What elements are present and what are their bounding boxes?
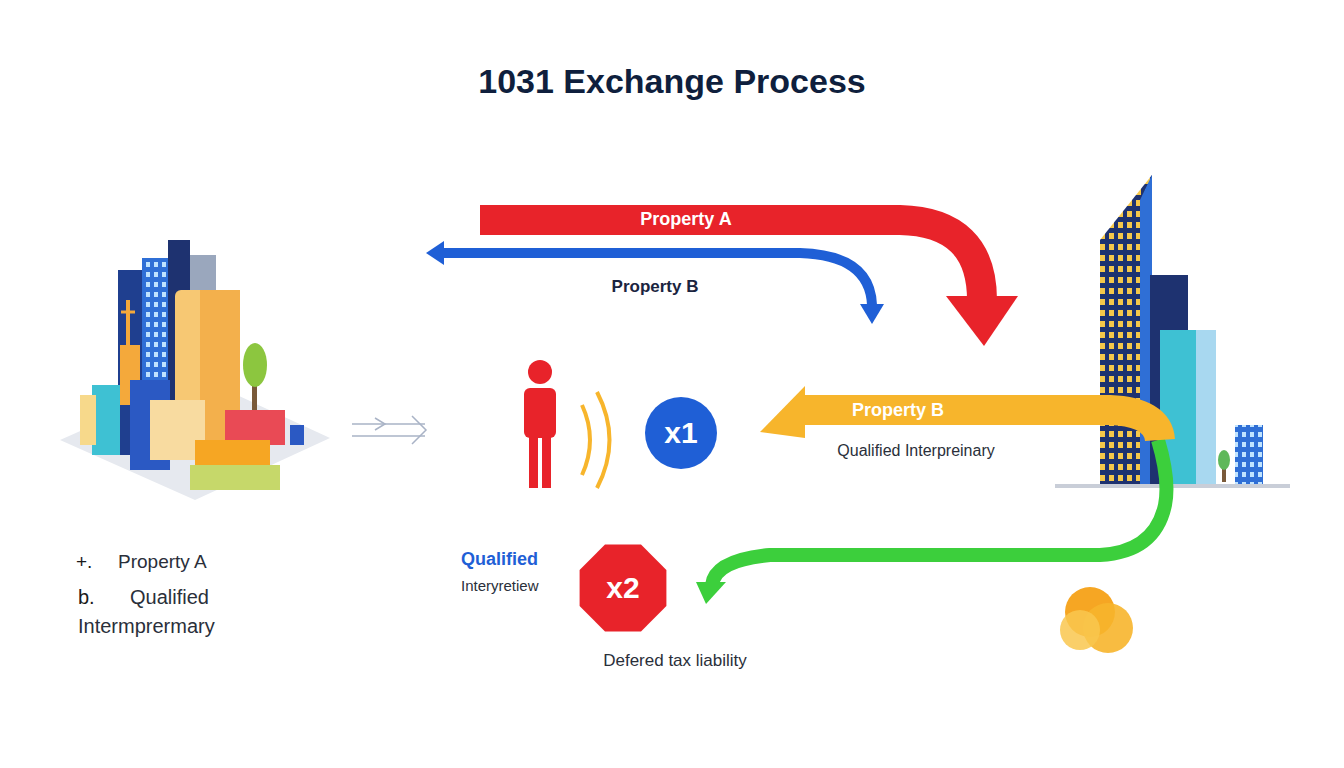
tower — [1196, 330, 1216, 485]
list-bullet: b. — [78, 586, 95, 609]
role-label: Qualified — [461, 549, 538, 570]
left-buildings — [60, 240, 330, 500]
step-octagon: x2 — [576, 541, 670, 635]
arrow-head — [946, 296, 1018, 346]
tower — [1235, 425, 1263, 485]
role-label: Interyretiew — [461, 577, 539, 594]
cross — [121, 311, 135, 314]
arrow-caption: Qualified Interpreinary — [837, 442, 994, 460]
block — [190, 465, 280, 490]
tower — [1100, 175, 1152, 485]
arrow-label: Property B — [612, 277, 699, 297]
diagram-title: 1031 Exchange Process — [478, 62, 865, 101]
list-item: Property A — [118, 551, 207, 573]
red-flow-arrow — [480, 220, 982, 300]
arrow-label: Property B — [852, 400, 944, 421]
arrow-head — [760, 386, 805, 438]
block — [80, 395, 96, 445]
list-bullet: +. — [76, 551, 92, 573]
step-number: x1 — [664, 416, 697, 450]
person-icon — [524, 360, 556, 488]
octagon-outline — [580, 545, 667, 632]
arrow-head — [860, 304, 884, 324]
note-label: Defered tax liability — [603, 651, 747, 671]
step-number: x2 — [606, 571, 639, 605]
block — [225, 410, 285, 445]
list-item: Qualified — [130, 586, 209, 609]
block — [92, 385, 120, 455]
tree — [243, 343, 267, 387]
arrow-head — [426, 241, 444, 265]
list-item: Intermprermary — [78, 615, 215, 638]
arrow-label: Property A — [640, 209, 731, 230]
block — [290, 425, 304, 445]
signal-waves — [582, 392, 610, 488]
step-circle: x1 — [645, 397, 717, 469]
right-buildings — [1055, 175, 1290, 486]
tree — [1218, 450, 1230, 470]
arrow-head — [696, 582, 726, 604]
spire — [126, 300, 130, 345]
double-arrow-symbol — [352, 416, 426, 444]
circle-outline — [645, 397, 717, 469]
coins-icon — [1060, 587, 1133, 653]
blue-flow-arrow — [440, 253, 872, 305]
green-flow-arrow — [712, 440, 1166, 585]
